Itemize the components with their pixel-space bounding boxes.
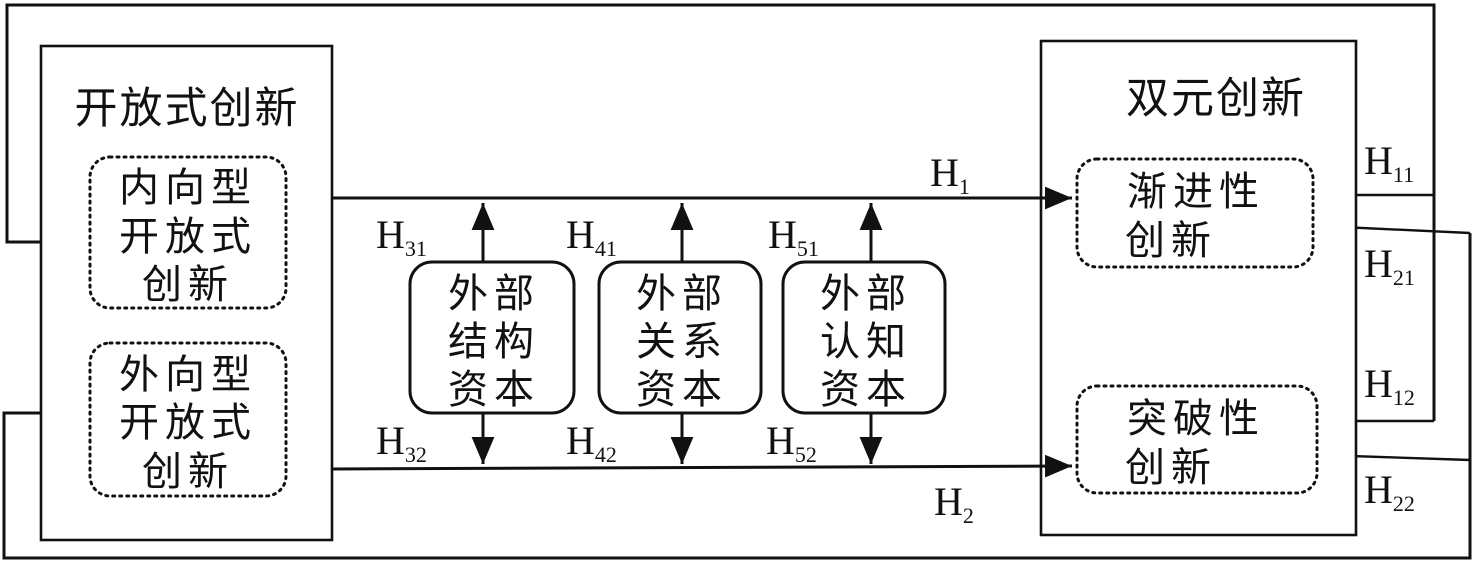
open-innovation-title: 开放式创新 (75, 84, 300, 134)
outbound-label-line2: 开放式 (119, 400, 257, 446)
inbound-open-innovation-box (88, 155, 288, 310)
h22-label: H22 (1364, 467, 1415, 516)
h1-label: H1 (930, 150, 970, 199)
inbound-label-line2: 开放式 (119, 214, 257, 260)
structural-capital-box (408, 260, 576, 415)
radical-innovation-box (1075, 384, 1319, 495)
h32-label: H32 (376, 418, 427, 467)
h31-label: H31 (376, 212, 427, 261)
incremental-innovation-box (1075, 157, 1315, 269)
inbound-label-line3: 创新 (142, 262, 234, 308)
inbound-label-line1: 内向型 (119, 165, 257, 211)
incremental-label-line2: 创新 (1125, 218, 1217, 264)
h11-label: H11 (1364, 138, 1414, 187)
outbound-label-line1: 外向型 (119, 352, 257, 398)
cognitive-capital-line2: 认知 (820, 319, 912, 365)
h2-arrow (331, 454, 1073, 478)
outbound-label-line3: 创新 (142, 449, 234, 495)
h51-label: H51 (768, 212, 819, 261)
h52-label: H52 (766, 418, 817, 467)
inbound-feedback-line (5, 3, 1436, 421)
outbound-open-innovation-box (88, 341, 288, 498)
h12-label: H12 (1364, 361, 1415, 410)
relational-capital-line3: 资本 (636, 367, 728, 413)
radical-label-line2: 创新 (1125, 445, 1217, 491)
structural-capital-line3: 资本 (448, 367, 540, 413)
ambidextrous-innovation-title: 双元创新 (1126, 74, 1306, 124)
outbound-feedback-line (2, 233, 1472, 560)
incremental-label-line1: 渐进性 (1127, 169, 1265, 215)
h41-label: H41 (566, 212, 617, 261)
structural-capital-line2: 结构 (448, 319, 540, 365)
relational-capital-line1: 外部 (636, 271, 728, 317)
h42-label: H42 (566, 418, 617, 467)
radical-label-line1: 突破性 (1127, 396, 1265, 442)
cognitive-capital-box (781, 260, 947, 415)
cognitive-capital-line3: 资本 (820, 367, 912, 413)
structural-capital-line1: 外部 (448, 271, 540, 317)
cognitive-capital-line1: 外部 (820, 271, 912, 317)
relational-capital-box (597, 260, 763, 415)
relational-capital-line2: 关系 (636, 319, 728, 365)
h21-label: H21 (1364, 241, 1415, 290)
h2-label: H2 (934, 479, 974, 528)
